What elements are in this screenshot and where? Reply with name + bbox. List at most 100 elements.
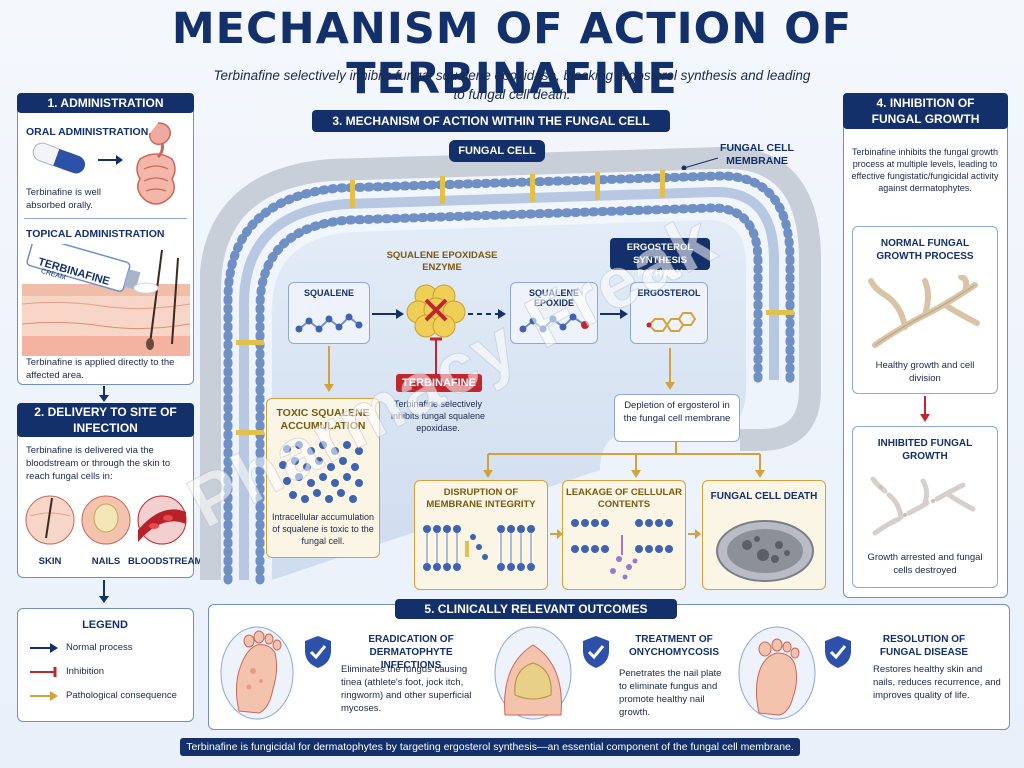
nail-icon: [81, 495, 131, 545]
ergosterol-label: ERGOSTEROL: [637, 288, 701, 298]
outcome-2-text: Penetrates the nail plate to eliminate f…: [619, 668, 722, 718]
consequence-arrow-icon: [688, 529, 701, 539]
page-title: MECHANISM OF ACTION OF TERBINAFINE: [171, 4, 853, 104]
squalene-molecule-icon: [295, 313, 363, 333]
administration-header: 1. ADMINISTRATION: [17, 93, 194, 113]
administration-panel: 1. ADMINISTRATION ORAL ADMINISTRATION Te…: [17, 93, 194, 385]
arrow-icon: [600, 309, 628, 319]
flow-arrow-icon: [99, 386, 109, 402]
divider: [24, 218, 187, 219]
outcomes-panel: 5. CLINICALLY RELEVANT OUTCOMES ERADICAT…: [208, 599, 1010, 730]
page-subtitle: Terbinafine selectively inhibits fungal …: [213, 68, 811, 102]
cream-tube-icon: [22, 244, 190, 356]
epoxide-molecule-icon: [519, 313, 589, 333]
pathway-text: ERGOSTEROL SYNTHESIS PATHWAY: [626, 242, 694, 279]
fungal-cell-membrane: [200, 146, 821, 585]
blocked-arrow-icon: [468, 309, 506, 319]
legend-inhibition-icon: [30, 667, 57, 677]
normal-growth-box: NORMAL FUNGAL GROWTH PROCESS Healthy gro…: [852, 226, 998, 394]
arrow-icon: [98, 155, 123, 165]
terbinafine-text: Terbinafine selectively inhibits fungal …: [390, 399, 486, 433]
disruption-box: DISRUPTION OF MEMBRANE INTEGRITY: [414, 480, 548, 590]
disrupted-membrane-icon: [423, 525, 535, 571]
inhibited-growth-title: INHIBITED FUNGAL GROWTH: [877, 438, 973, 462]
growth-inhibition-header: 4. INHIBITION OF FUNGAL GROWTH: [843, 93, 1008, 129]
toxic-text: Intracellular accumulation of squalene i…: [271, 512, 375, 546]
leakage-box: LEAKAGE OF CELLULAR CONTENTS: [562, 480, 686, 590]
legend-panel: LEGEND Normal process Inhibition Patholo…: [17, 608, 194, 722]
depletion-box: Depletion of ergosterol in the fungal ce…: [614, 394, 740, 442]
legend-pathological: Pathological consequence: [66, 690, 177, 701]
normal-growth-text: Healthy growth and cell division: [875, 360, 975, 384]
consequence-arrow-icon: [550, 529, 563, 539]
inhibition-arrow-icon: [920, 396, 930, 422]
depletion-text: Depletion of ergosterol in the fungal ce…: [623, 400, 731, 424]
legend-inhibition: Inhibition: [66, 666, 105, 677]
legend-title: LEGEND: [82, 619, 128, 631]
squalene-cluster-icon: [279, 441, 363, 503]
normal-growth-title: NORMAL FUNGAL GROWTH PROCESS: [876, 238, 974, 262]
epoxide-label: SQUALENE EPOXIDE: [528, 288, 579, 308]
legend-normal: Normal process: [66, 642, 133, 653]
pathway-label: ERGOSTEROL SYNTHESIS PATHWAY: [610, 238, 710, 279]
site-nails: NAILS: [91, 556, 121, 567]
arrow-icon: [372, 309, 404, 319]
outcome-1-text: Eliminates the fungus causing tinea (ath…: [341, 664, 472, 714]
site-bloodstream: BLOODSTREAM: [128, 556, 203, 567]
ergosterol-molecule-icon: [646, 312, 697, 332]
consequence-arrow-icon: [324, 346, 334, 392]
growth-inhibition-text: Terbinafine inhibits the fungal growth p…: [851, 147, 999, 193]
outcome-2-title: TREATMENT OF ONYCHOMYCOSIS: [628, 634, 719, 658]
nail-icon: [494, 626, 572, 720]
cell-death-title: FUNGAL CELL DEATH: [710, 491, 818, 502]
delivery-text: Terbinafine is delivered via the bloodst…: [26, 445, 171, 482]
check-shield-icon: [583, 636, 609, 668]
enzyme-label: SQUALENE EPOXIDASE ENZYME: [386, 250, 498, 273]
topical-title: TOPICAL ADMINISTRATION: [26, 228, 165, 240]
leakage-title: LEAKAGE OF CELLULAR CONTENTS: [565, 487, 683, 510]
hyphae-icon: [868, 275, 980, 348]
digestive-tract-icon: [136, 122, 176, 205]
outcomes-header: 5. CLINICALLY RELEVANT OUTCOMES: [395, 599, 677, 619]
oral-title: ORAL ADMINISTRATION: [26, 126, 149, 138]
squalene-label: SQUALENE: [303, 288, 354, 298]
toxic-title: TOXIC SQUALENE ACCUMULATION: [276, 407, 370, 432]
squalene-box: SQUALENE: [288, 282, 370, 344]
outcome-3-title: RESOLUTION OF FUNGAL DISEASE: [879, 634, 969, 658]
consequence-arrow-icon: [665, 348, 675, 390]
terbinafine-badge: TERBINAFINE: [396, 374, 482, 392]
disruption-title: DISRUPTION OF MEMBRANE INTEGRITY: [426, 487, 536, 510]
delivery-header: 2. DELIVERY TO SITE OF INFECTION: [17, 403, 194, 437]
site-skin: SKIN: [38, 556, 62, 567]
cell-death-box: FUNGAL CELL DEATH: [702, 480, 826, 590]
pointer-line: [681, 157, 719, 170]
foot-icon: [220, 626, 294, 720]
growth-inhibition-panel: 4. INHIBITION OF FUNGAL GROWTH Terbinafi…: [843, 93, 1008, 598]
legend-normal-arrow-icon: [30, 643, 58, 653]
outcome-3-text: Restores healthy skin and nails, reduces…: [873, 664, 1001, 701]
branch-arrows-icon: [483, 442, 765, 478]
fungal-cell-text: FUNGAL CELL: [458, 145, 536, 157]
membrane-label: FUNGAL CELL MEMBRANE: [720, 142, 794, 167]
fungal-cell-label: FUNGAL CELL: [449, 140, 545, 162]
inhibited-growth-text: Growth arrested and fungal cells destroy…: [867, 552, 983, 576]
check-shield-icon: [825, 636, 851, 668]
footer-banner: Terbinafine is fungicidal for dermatophy…: [180, 738, 800, 756]
healthy-foot-icon: [738, 626, 816, 720]
topical-text: Terbinafine is applied directly to the a…: [26, 357, 175, 381]
oral-text: Terbinafine is well absorbed orally.: [26, 187, 101, 211]
bloodstream-icon: [137, 495, 187, 545]
enzyme-icon: [406, 284, 466, 338]
fragmented-hyphae-icon: [870, 476, 976, 536]
inhibition-line-icon: [430, 337, 442, 376]
skin-icon: [25, 495, 75, 545]
check-shield-icon: [305, 636, 331, 668]
toxic-box: TOXIC SQUALENE ACCUMULATION Intracellula…: [266, 398, 380, 558]
epoxide-box: SQUALENE EPOXIDE: [510, 282, 598, 344]
capsule-icon: [32, 142, 86, 174]
delivery-panel: 2. DELIVERY TO SITE OF INFECTION Terbina…: [17, 403, 203, 578]
leaking-membrane-icon: [571, 519, 673, 580]
inhibited-growth-box: INHIBITED FUNGAL GROWTH Growth arrested …: [852, 426, 998, 588]
outcome-1-title: ERADICATION OF DERMATOPHYTE INFECTIONS: [368, 634, 454, 671]
dead-cell-icon: [716, 520, 814, 582]
